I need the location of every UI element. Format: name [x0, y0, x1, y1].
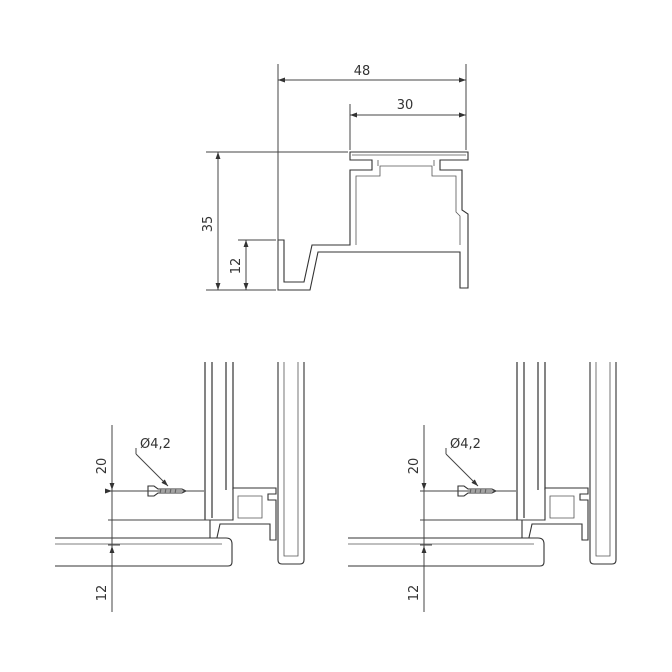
screw-label-right: Ø4,2	[450, 437, 481, 452]
install-view-left: Ø4,2 20 12	[55, 362, 305, 612]
install-view-right: Ø4,2 20 12	[348, 362, 617, 612]
dim-height-lower: 12	[229, 258, 244, 275]
dim-height-total: 35	[201, 216, 216, 233]
profile-section: 48 30 35 12	[201, 64, 469, 291]
screw-label-left: Ø4,2	[140, 437, 171, 452]
dim-width-total: 48	[354, 64, 371, 79]
dim-lower-left: 12	[95, 585, 110, 602]
profile-outline	[277, 151, 469, 291]
dim-upper-left: 20	[95, 458, 110, 475]
dim-upper-right: 20	[407, 458, 422, 475]
dim-width-top: 30	[397, 98, 414, 113]
dim-lower-right: 12	[407, 585, 422, 602]
